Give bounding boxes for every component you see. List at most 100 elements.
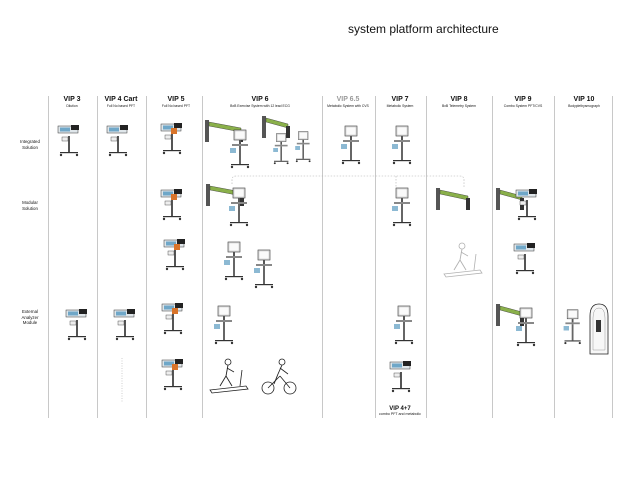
column-name: VIP 6.5 (336, 96, 360, 103)
column-name: VIP 10 (573, 96, 595, 103)
column-name: VIP 3 (63, 96, 81, 103)
row-label-line: Integrated (20, 139, 40, 144)
row-label-line: Solution (22, 144, 38, 150)
bodybox-drawing (589, 303, 609, 355)
cart-drawing (160, 189, 182, 221)
station-vip5-integrated (157, 120, 187, 160)
column-name: VIP 6 (251, 96, 269, 103)
row-label-line: Module (22, 320, 38, 325)
row-label-line: External (21, 309, 39, 314)
column-name: VIP 5 (167, 96, 185, 103)
column-name: VIP 9 (514, 96, 532, 103)
column-header-vip3: VIP 3 Dilution (44, 96, 100, 108)
station-vip6-external (210, 304, 238, 348)
column-name: VIP 7 (391, 96, 409, 103)
cart-drawing (161, 303, 183, 335)
column-subtitle: Dilution (66, 104, 78, 108)
footer-name: VIP 4+7 (389, 406, 411, 412)
column-subtitle: Bodyplethysmograph (568, 104, 600, 108)
station-vip47-external (386, 358, 416, 398)
column-divider (492, 96, 493, 418)
column-header-vip65: VIP 6.5 Metabolic System with CVS (320, 96, 376, 108)
boom-arm-drawing (262, 116, 290, 138)
station-vip65-integrated (337, 124, 365, 168)
monitor-drawing (295, 131, 311, 163)
column-divider (48, 96, 49, 418)
station-vip4cart-integrated (103, 122, 133, 162)
column-divider (146, 96, 147, 418)
monitor-drawing (214, 305, 234, 345)
footer-label: VIP 4+7 combo PFT and metabolic (372, 406, 428, 416)
treadmill-drawing (443, 242, 483, 278)
station-vip5-external-2 (158, 356, 188, 396)
column-header-vip4cart: VIP 4 Cart Full No based PFT (93, 96, 149, 108)
monitor-drawing (230, 129, 250, 169)
row-label-external: External Analyzer Module (10, 309, 50, 326)
page-title: system platform architecture (348, 22, 499, 36)
column-divider (97, 96, 98, 418)
station-vip3-external (62, 306, 92, 346)
bodyplethysmograph-cabin (586, 302, 612, 358)
column-subtitle: BxB Exercise System with 12 lead ECG (230, 104, 290, 108)
column-header-vip8: VIP 8 BxB Telemetry System (431, 96, 487, 108)
cart-drawing (515, 189, 537, 221)
station-vip10-external (560, 308, 585, 348)
cart-drawing (57, 125, 79, 157)
column-divider (554, 96, 555, 418)
column-subtitle: Metabolic System (386, 104, 414, 108)
monitor-drawing (392, 187, 412, 227)
station-vip6-ergometer (258, 356, 302, 396)
column-subtitle: Full No based PFT (161, 104, 191, 108)
station-vip6-modular-2 (220, 240, 248, 284)
column-subtitle: Combo System PFT/CVS (503, 104, 543, 108)
cart-drawing (163, 239, 185, 271)
column-header-vip6: VIP 6 BxB Exercise System with 12 lead E… (220, 96, 300, 108)
bike-drawing (261, 358, 297, 395)
station-vip5-external-1 (158, 300, 188, 340)
station-vip6-integrated-1 (226, 128, 254, 172)
station-vip7-modular (388, 186, 416, 230)
monitor-drawing (516, 307, 536, 347)
station-vip5-modular-2 (160, 236, 190, 276)
station-vip3-integrated (54, 122, 84, 162)
boom-arm-drawing (436, 188, 470, 210)
station-vip8-telemetry-runner (440, 240, 484, 280)
column-name: VIP 4 Cart (104, 96, 138, 103)
station-vip9-modular-1 (512, 186, 542, 226)
row-label-modular: Modular Solution (10, 200, 50, 211)
column-divider (202, 96, 203, 418)
station-vip6-treadmill (206, 356, 250, 396)
column-name: VIP 8 (450, 96, 468, 103)
column-subtitle: Metabolic System with CVS (327, 104, 369, 108)
column-header-vip5: VIP 5 Full No based PFT (148, 96, 204, 108)
column-subtitle: BxB Telemetry System (441, 104, 477, 108)
monitor-drawing (229, 187, 249, 227)
column-divider (612, 96, 613, 418)
treadmill-drawing (209, 358, 249, 394)
monitor-drawing (224, 241, 244, 281)
column-divider (426, 96, 427, 418)
station-vip7-integrated (388, 124, 416, 168)
monitor-drawing (273, 133, 289, 165)
station-vip6-boom-2 (262, 114, 292, 140)
row-label-integrated: Integrated Solution (10, 139, 50, 150)
row-label-line: Modular (22, 200, 38, 205)
station-vip4cart-external (110, 306, 140, 346)
cart-drawing (106, 125, 128, 157)
station-vip6-modular-3 (250, 248, 278, 292)
cart-drawing (161, 359, 183, 391)
row-label-line: Analyzer (21, 314, 39, 320)
monitor-drawing (254, 249, 274, 289)
column-header-vip7: VIP 7 Metabolic System (372, 96, 428, 108)
station-vip5-modular-1 (157, 186, 187, 226)
column-header-vip9: VIP 9 Combo System PFT/CVS (495, 96, 551, 108)
station-vip9-modular-2 (510, 240, 540, 280)
station-vip9-external (512, 306, 540, 350)
station-vip6-integrated-3 (292, 130, 314, 165)
station-vip7-external (390, 304, 418, 348)
cart-drawing (65, 309, 87, 341)
monitor-drawing (392, 125, 412, 165)
row-label-line: Solution (22, 205, 38, 211)
footer-subtitle: combo PFT and metabolic (379, 412, 421, 416)
